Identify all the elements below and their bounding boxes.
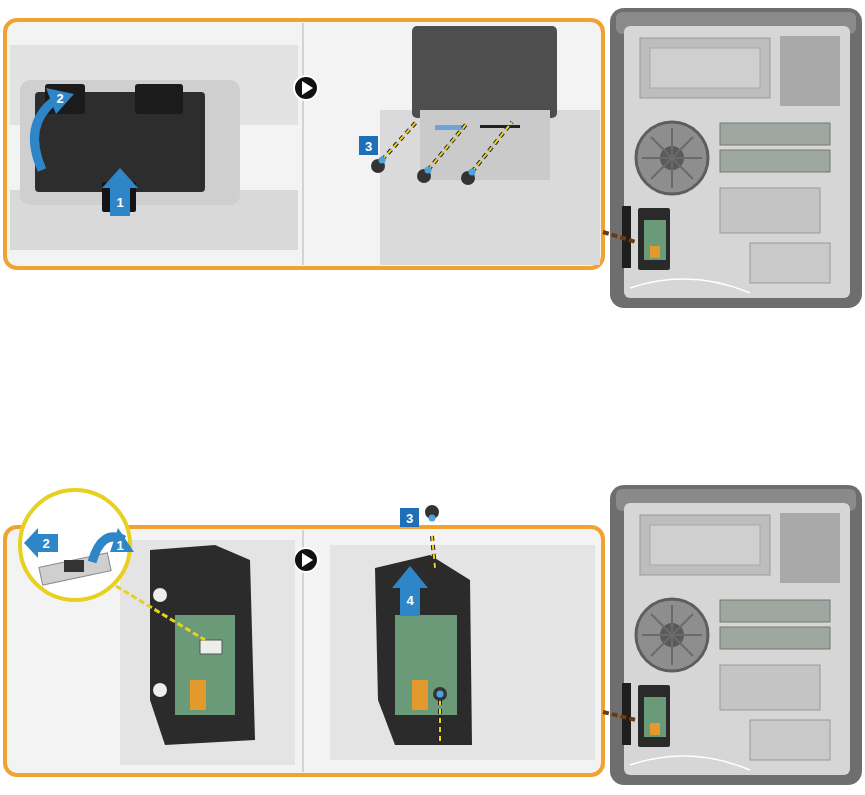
callout-number: 3 xyxy=(365,139,372,152)
callout-number: 3 xyxy=(406,511,413,524)
callout-number: 4 xyxy=(406,594,413,607)
callout-number: 2 xyxy=(42,537,49,550)
callout-number: 2 xyxy=(56,92,63,105)
callout-number: 1 xyxy=(116,539,123,552)
callout-number: 1 xyxy=(116,196,123,209)
